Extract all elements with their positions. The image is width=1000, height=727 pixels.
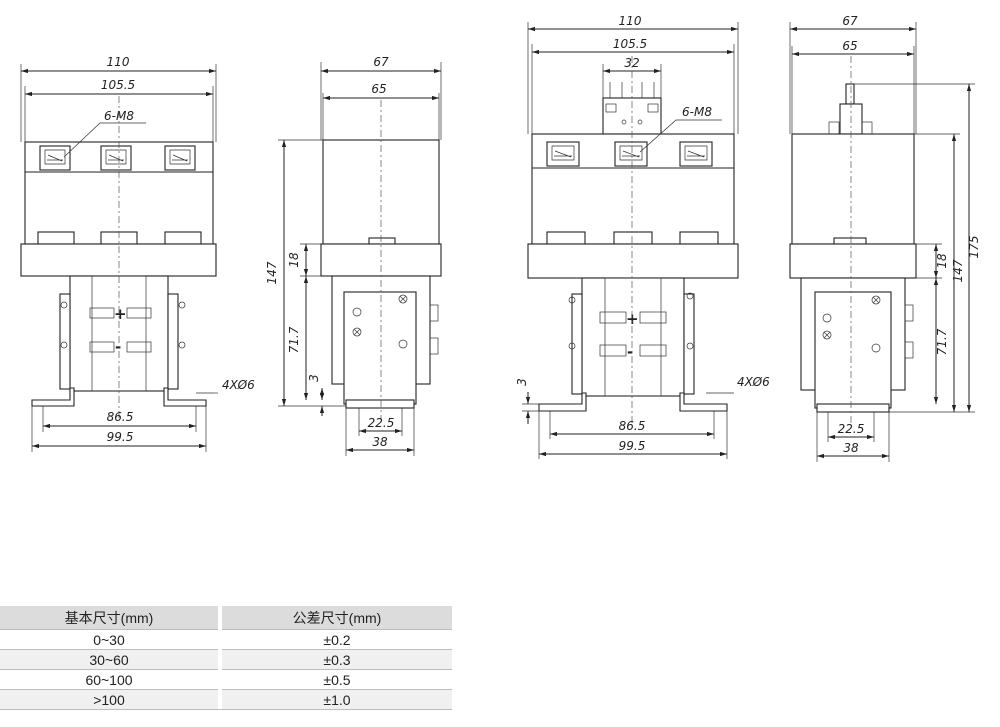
dim-38: 38 [372, 435, 388, 449]
dim-3-right: 3 [515, 378, 529, 386]
cell-range: 30~60 [0, 649, 218, 670]
dim-99-5-r: 99.5 [619, 439, 646, 453]
label-6-m8-r: 6-M8 [682, 105, 712, 119]
plus-sign-left: + [114, 305, 127, 323]
front-view-right: 110 105.5 32 6-M8 [515, 14, 770, 459]
dim-147-r: 147 [951, 259, 965, 282]
cell-tolerance: ±1.0 [222, 689, 452, 710]
dim-18: 18 [287, 252, 301, 268]
dim-147: 147 [265, 261, 279, 284]
dim-71-7-r: 71.7 [935, 328, 949, 355]
front-view-left: 110 105.5 6-M8 + - [20, 55, 255, 452]
header-tolerance: 公差尺寸(mm) [222, 606, 452, 630]
dim-175: 175 [967, 236, 981, 259]
table-row: >100 ±1.0 [0, 689, 452, 710]
dim-71-7: 71.7 [287, 326, 301, 353]
minus-sign-right: - [627, 343, 633, 361]
tolerance-table: 基本尺寸(mm) 公差尺寸(mm) 0~30 ±0.2 30~60 ±0.3 6… [0, 606, 452, 710]
dim-99-5: 99.5 [107, 430, 134, 444]
tolerance-header-row: 基本尺寸(mm) 公差尺寸(mm) [0, 606, 452, 630]
label-4x-hole-r: 4XØ6 [737, 375, 770, 389]
cell-tolerance: ±0.5 [222, 669, 452, 690]
table-row: 0~30 ±0.2 [0, 629, 452, 650]
dim-38-r: 38 [843, 441, 859, 455]
label-4x-hole: 4XØ6 [222, 378, 255, 392]
header-basic-size: 基本尺寸(mm) [0, 606, 218, 630]
dim-105-5: 105.5 [101, 78, 135, 92]
dim-22-5-r: 22.5 [838, 422, 865, 436]
cell-range: 60~100 [0, 669, 218, 690]
plus-sign-right: + [626, 310, 639, 328]
cell-range: 0~30 [0, 629, 218, 650]
dim-65: 65 [371, 82, 386, 96]
dim-22-5: 22.5 [368, 416, 395, 430]
cell-range: >100 [0, 689, 218, 710]
dim-110: 110 [107, 55, 130, 69]
dim-86-5-r: 86.5 [619, 419, 646, 433]
table-row: 30~60 ±0.3 [0, 649, 452, 670]
dim-67-r: 67 [842, 14, 858, 28]
dim-110-r: 110 [619, 14, 642, 28]
dim-86-5: 86.5 [107, 410, 134, 424]
dim-65-r: 65 [842, 39, 857, 53]
table-row: 60~100 ±0.5 [0, 669, 452, 690]
dim-18-r: 18 [935, 253, 949, 269]
dim-67: 67 [373, 55, 389, 69]
dim-3-left: 3 [307, 374, 321, 382]
side-view-left: 67 65 147 18 71.7 3 [265, 55, 442, 456]
side-view-right: 67 65 175 147 18 71.7 [789, 14, 981, 462]
minus-sign-left: - [115, 338, 121, 356]
cell-tolerance: ±0.2 [222, 629, 452, 650]
dimension-drawing: 110 105.5 6-M8 + - [20, 14, 981, 462]
cell-tolerance: ±0.3 [222, 649, 452, 670]
dim-105-5-r: 105.5 [613, 37, 647, 51]
